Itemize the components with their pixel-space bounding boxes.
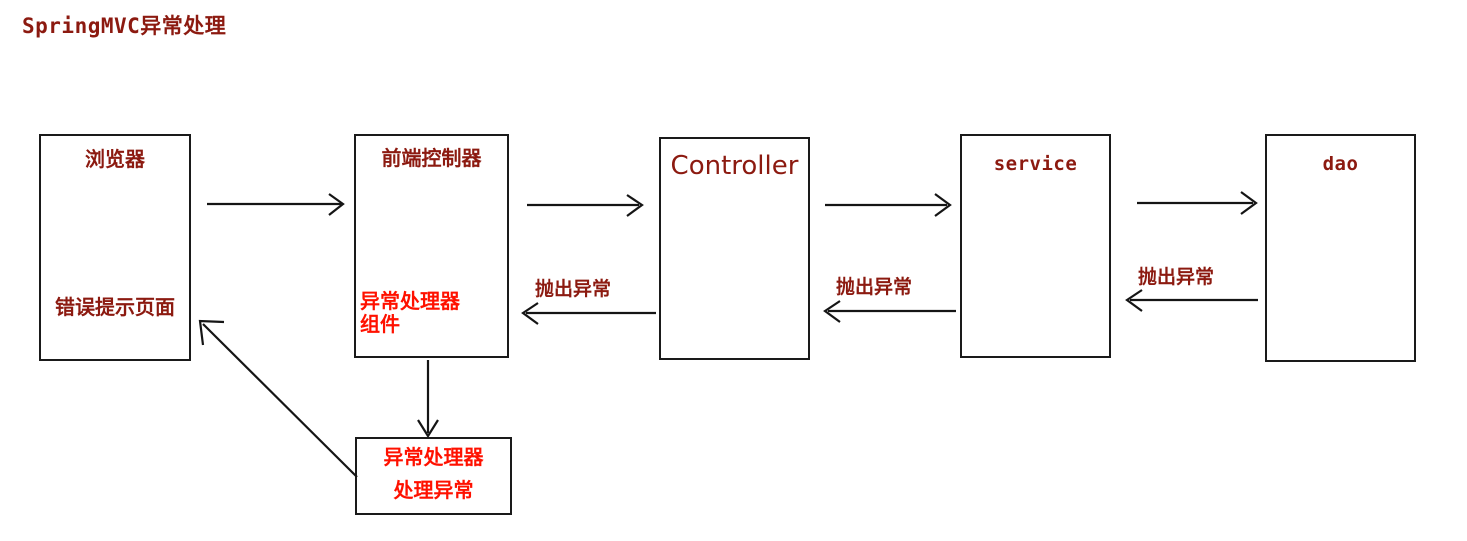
- node-front-controller: [354, 134, 509, 358]
- edge-label-dao-to-service: 抛出异常: [1138, 266, 1215, 288]
- node-controller-title: Controller: [670, 151, 799, 181]
- node-browser-subtitle: 错误提示页面: [55, 295, 175, 319]
- page-title: SpringMVC异常处理: [22, 14, 227, 38]
- node-browser-title: 浏览器: [85, 147, 145, 171]
- node-dao: [1265, 134, 1416, 362]
- node-exception-resolver-line1: 异常处理器: [383, 445, 484, 469]
- arrow-service-to-dao: [1137, 191, 1258, 215]
- arrow-service-to-controller: [823, 300, 956, 323]
- arrow-front-controller-to-controller: [527, 194, 644, 217]
- arrow-exception-resolver-to-browser: [198, 319, 358, 478]
- node-controller: [659, 137, 810, 360]
- node-exception-resolver-line2: 处理异常: [393, 478, 474, 502]
- arrow-controller-to-service: [825, 193, 952, 217]
- node-front-controller-component-line1: 异常处理器: [360, 289, 460, 313]
- arrow-front-controller-to-exception-resolver: [417, 360, 439, 439]
- node-browser: [39, 134, 191, 361]
- edge-label-service-to-controller: 抛出异常: [836, 276, 913, 298]
- arrow-dao-to-service: [1125, 289, 1258, 312]
- node-service: [960, 134, 1111, 358]
- arrow-browser-to-front-controller: [207, 193, 345, 216]
- arrow-controller-to-front-controller: [521, 302, 656, 325]
- node-front-controller-component-line2: 组件: [360, 312, 400, 336]
- node-dao-title: dao: [1322, 153, 1359, 175]
- node-service-title: service: [993, 153, 1078, 175]
- node-front-controller-title: 前端控制器: [381, 146, 482, 170]
- edge-label-controller-to-front: 抛出异常: [535, 278, 612, 300]
